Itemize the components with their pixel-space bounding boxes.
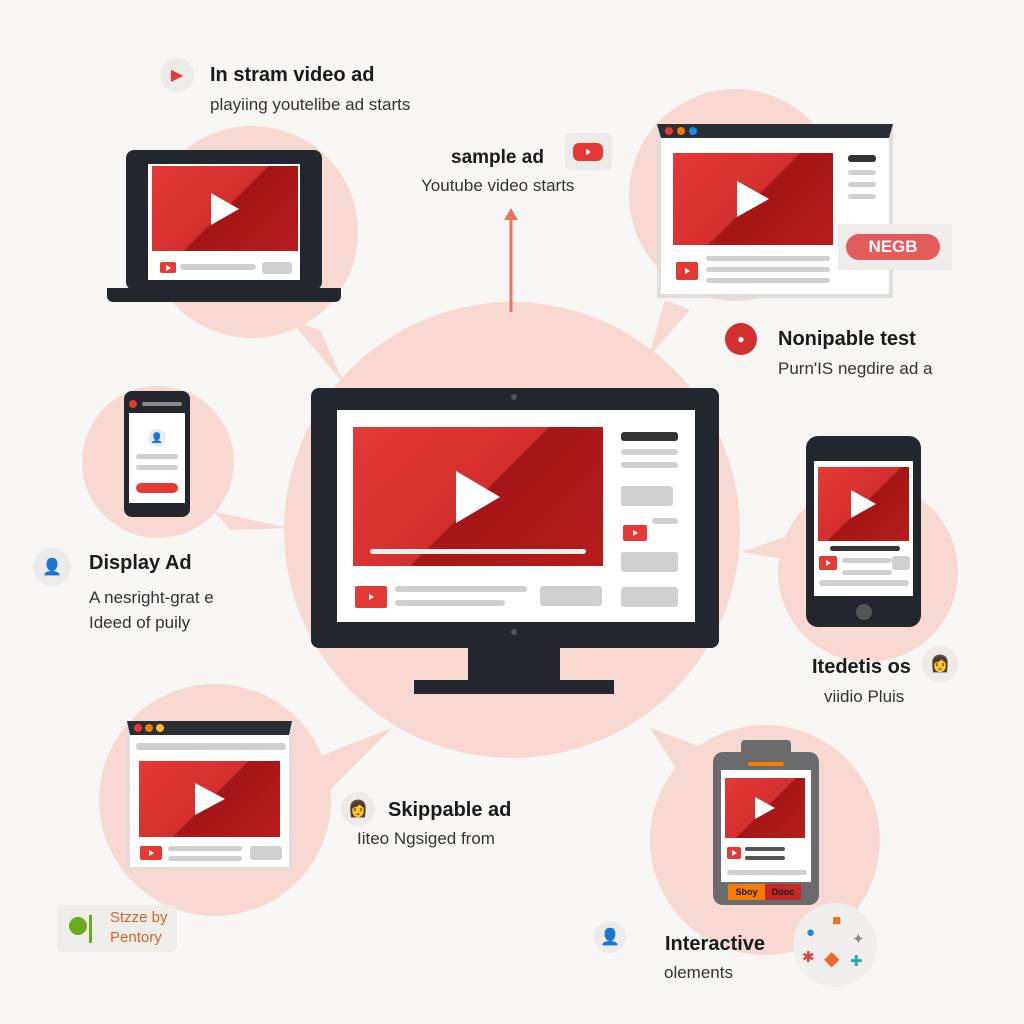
star-icon: ✱ bbox=[802, 949, 815, 966]
sparkle-icon: ✦ bbox=[852, 931, 865, 948]
tablet-video-player[interactable] bbox=[725, 778, 805, 838]
play-icon bbox=[456, 470, 500, 523]
plant-icon bbox=[69, 917, 87, 935]
play-logo-icon: ▶ bbox=[160, 58, 194, 92]
play-icon bbox=[737, 181, 769, 217]
tablet-button-left[interactable]: Sboy bbox=[728, 884, 765, 900]
phone-video-player[interactable] bbox=[818, 467, 909, 541]
negb-badge-card: NEGB bbox=[838, 224, 952, 270]
sponsor-line2: Pentory bbox=[110, 929, 162, 946]
sample-ad-title: sample ad bbox=[451, 147, 544, 168]
interactive-subtitle: olements bbox=[664, 963, 733, 982]
display-ad-title: Display Ad bbox=[89, 552, 192, 574]
non-skippable-title: Nonipable test bbox=[778, 328, 916, 350]
sponsor-badge: Stzze by Pentory bbox=[57, 905, 177, 952]
camera-icon: ● bbox=[725, 323, 757, 355]
avatar-icon: 👤 bbox=[33, 548, 71, 586]
sample-ad-subtitle: Youtube video starts bbox=[421, 176, 575, 195]
in-stream-title: In stram video ad bbox=[210, 64, 375, 86]
play-icon bbox=[211, 192, 239, 225]
itedetis-subtitle: viidio Pluis bbox=[824, 687, 905, 706]
skippable-title: Skippable ad bbox=[388, 799, 512, 821]
cta-button[interactable] bbox=[136, 483, 178, 493]
avatar-icon: 👩 bbox=[922, 646, 958, 682]
negb-badge[interactable]: NEGB bbox=[846, 234, 940, 260]
orange-cube-icon: ◆ bbox=[824, 948, 840, 970]
laptop-video-player[interactable] bbox=[152, 166, 298, 251]
sponsor-line1: Stzze by bbox=[110, 909, 168, 926]
puzzle-icon: ✚ bbox=[850, 953, 863, 970]
interactive-elements-icons: ■ ● ◆ ✦ ✚ ✱ bbox=[800, 912, 870, 978]
avatar-icon: 👩 bbox=[341, 792, 375, 826]
interactive-title: Interactive bbox=[665, 933, 766, 955]
youtube-icon bbox=[355, 586, 387, 608]
gift-icon: ■ bbox=[832, 912, 842, 929]
itedetis-title: Itedetis os bbox=[812, 656, 911, 678]
skippable-subtitle: Iiteo Ngsiged from bbox=[357, 829, 495, 848]
tablet-button-right[interactable]: Dooc bbox=[765, 884, 801, 900]
display-ad-line2: Ideed of puily bbox=[89, 613, 191, 632]
youtube-icon bbox=[565, 133, 612, 170]
avatar-icon: 👤 bbox=[594, 921, 626, 953]
in-stream-subtitle: playiing youtelibe ad starts bbox=[210, 95, 411, 114]
non-skippable-subtitle: Purn'IS negdire ad a bbox=[778, 359, 933, 378]
play-icon bbox=[851, 490, 876, 518]
browser-video-player[interactable] bbox=[673, 153, 833, 245]
blue-dot-icon: ● bbox=[806, 924, 816, 941]
play-icon bbox=[194, 783, 225, 815]
skippable-video-player[interactable] bbox=[139, 761, 280, 837]
display-ad-line1: A nesright-grat e bbox=[89, 588, 214, 607]
phone-left: 👤 bbox=[124, 391, 190, 517]
play-icon bbox=[755, 797, 775, 819]
main-video-player[interactable] bbox=[353, 427, 603, 566]
